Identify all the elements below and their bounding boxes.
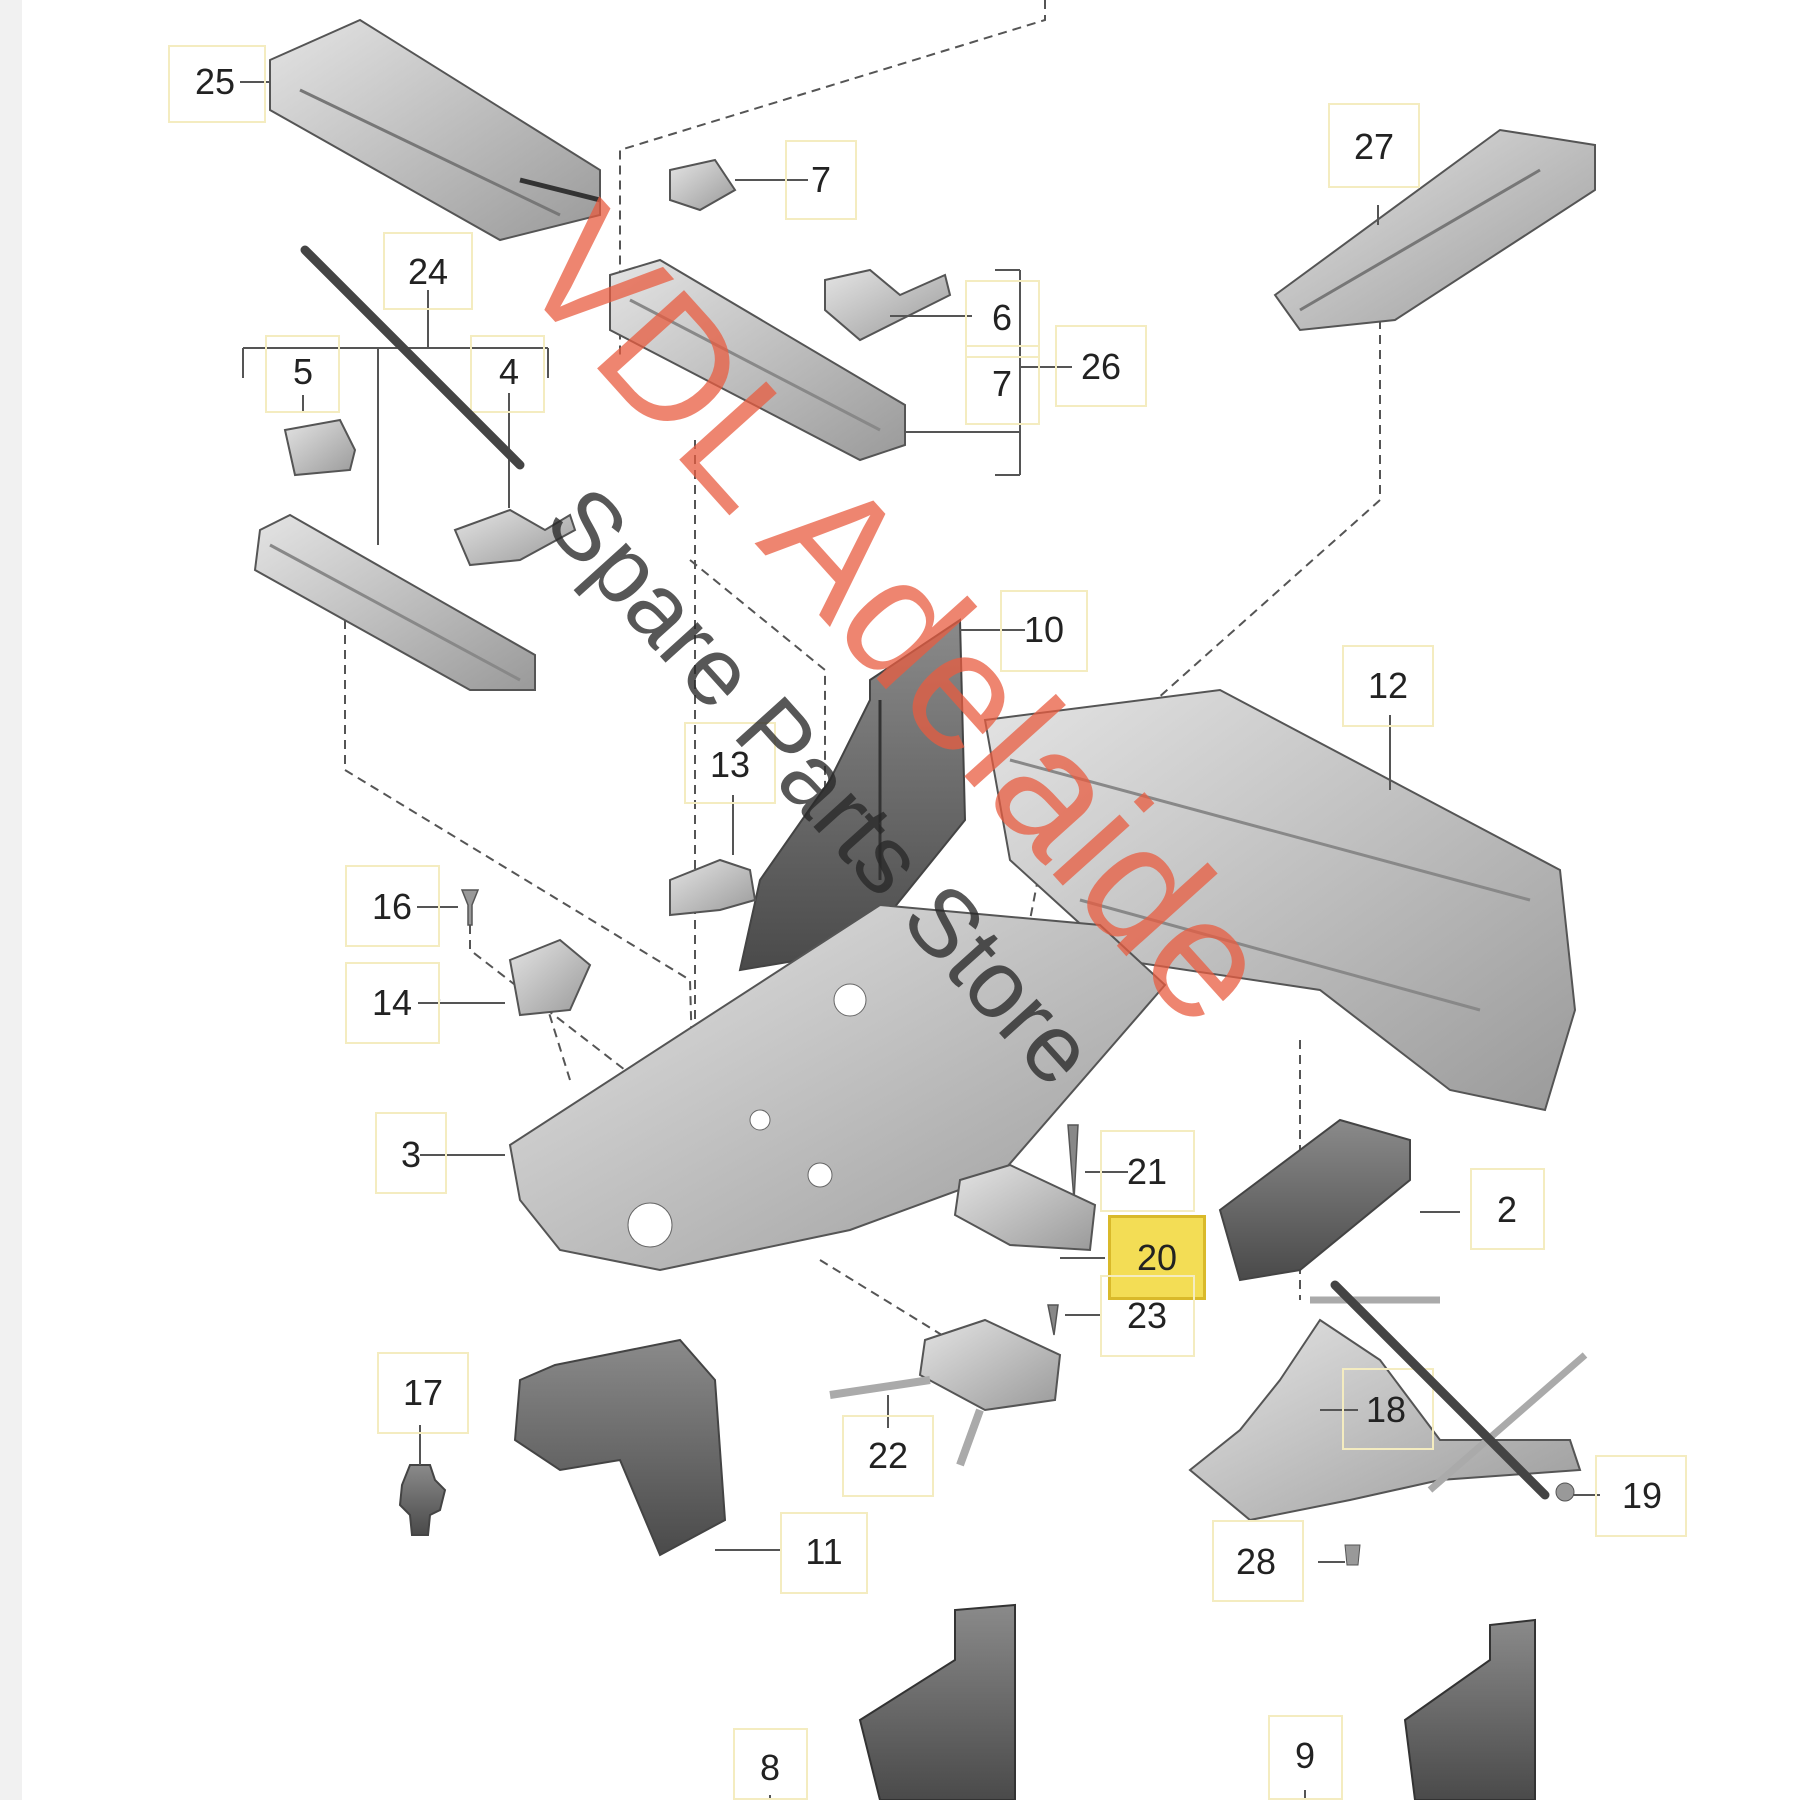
part-17-clip (398, 1464, 447, 1536)
callout-frame-25 (168, 45, 266, 123)
callout-frame-11 (780, 1512, 868, 1594)
watermark-slash-top (300, 245, 525, 470)
callout-22: 22 (867, 1435, 909, 1476)
part-14-bracket (508, 938, 592, 1017)
callout-17: 17 (402, 1372, 444, 1413)
callout-23: 23 (1126, 1295, 1168, 1336)
callout-14: 14 (371, 982, 413, 1023)
callout-18: 18 (1365, 1389, 1407, 1430)
callout-20: 20 (1136, 1237, 1178, 1278)
callout-frame-28 (1212, 1520, 1304, 1602)
callout-frame-18 (1342, 1368, 1434, 1450)
callout-frame-22 (842, 1415, 934, 1497)
part-10-panel (738, 618, 967, 972)
callout-24: 24 (407, 251, 449, 292)
callout-frame-21 (1100, 1130, 1195, 1212)
part-13-bracket (669, 858, 757, 917)
callout-25: 25 (194, 61, 236, 102)
part-12-rear-floor (983, 688, 1577, 1112)
callout-10: 10 (1023, 609, 1065, 650)
callout-8: 8 (759, 1747, 781, 1788)
part-19-nut (1555, 1482, 1575, 1502)
callout-frame-7b (965, 345, 1040, 425)
part-25-panel (269, 18, 601, 242)
callout-3: 3 (400, 1134, 422, 1175)
part-26-rail (609, 258, 906, 462)
callout-26: 26 (1080, 346, 1122, 387)
part-24-rail (253, 513, 536, 691)
left-border-strip (0, 0, 22, 1800)
callout-frame-17 (377, 1352, 469, 1434)
part-2-bracket (1218, 1118, 1411, 1282)
callout-7-group: 7 (991, 363, 1013, 404)
callout-frame-10 (1000, 590, 1088, 672)
callout-frame-7a (785, 140, 857, 220)
callout-frame-2 (1470, 1168, 1545, 1250)
callout-frame-3 (375, 1112, 447, 1194)
callout-frame-24 (383, 232, 473, 310)
callout-27: 27 (1353, 126, 1395, 167)
callout-13: 13 (709, 744, 751, 785)
callout-frame-13 (684, 722, 776, 804)
part-21-screw (1067, 1124, 1079, 1201)
callout-frame-12 (1342, 645, 1434, 727)
callout-frame-4 (470, 335, 545, 413)
callout-frame-5 (265, 335, 340, 413)
part-3-floor-pan (508, 903, 1167, 1272)
part-8-pillar (858, 1603, 1016, 1800)
callout-5: 5 (292, 351, 314, 392)
part-4-bracket (453, 508, 577, 567)
part-6-bracket (824, 268, 952, 342)
callout-19: 19 (1621, 1475, 1663, 1516)
callout-frame-23 (1100, 1275, 1195, 1357)
callout-frame-9 (1268, 1715, 1343, 1800)
callout-6: 6 (991, 297, 1013, 338)
part-5-bracket (283, 418, 357, 477)
callout-frame-6 (965, 280, 1040, 358)
callout-frame-27 (1328, 103, 1420, 188)
part-11-crossmember (513, 1338, 727, 1557)
callout-16: 16 (371, 886, 413, 927)
part-27-rail (1273, 128, 1596, 332)
part-7-bracket-top (669, 158, 737, 212)
callout-12: 12 (1367, 665, 1409, 706)
part-28-bolt (1344, 1544, 1361, 1566)
part-9-pillar (1403, 1618, 1536, 1800)
callout-frame-14 (345, 962, 440, 1044)
part-20-bracket (953, 1163, 1097, 1252)
callout-frame-16 (345, 865, 440, 947)
part-16-bolt (460, 889, 480, 926)
watermark-slash-bottom (1330, 1280, 1550, 1500)
callout-9: 9 (1294, 1735, 1316, 1776)
callout-28: 28 (1235, 1541, 1277, 1582)
callout-frame-20-highlighted (1108, 1215, 1206, 1300)
callout-frame-26 (1055, 325, 1147, 407)
callout-21: 21 (1126, 1151, 1168, 1192)
callout-11: 11 (805, 1531, 843, 1572)
callout-4: 4 (498, 351, 520, 392)
callout-frame-19 (1595, 1455, 1687, 1537)
part-18-frame (1188, 1296, 1588, 1522)
part-22-bracket (829, 1318, 1062, 1467)
callout-frame-8 (733, 1728, 808, 1800)
part-23-screw (1047, 1304, 1059, 1336)
callout-2: 2 (1496, 1189, 1518, 1230)
callout-7-top: 7 (810, 159, 832, 200)
